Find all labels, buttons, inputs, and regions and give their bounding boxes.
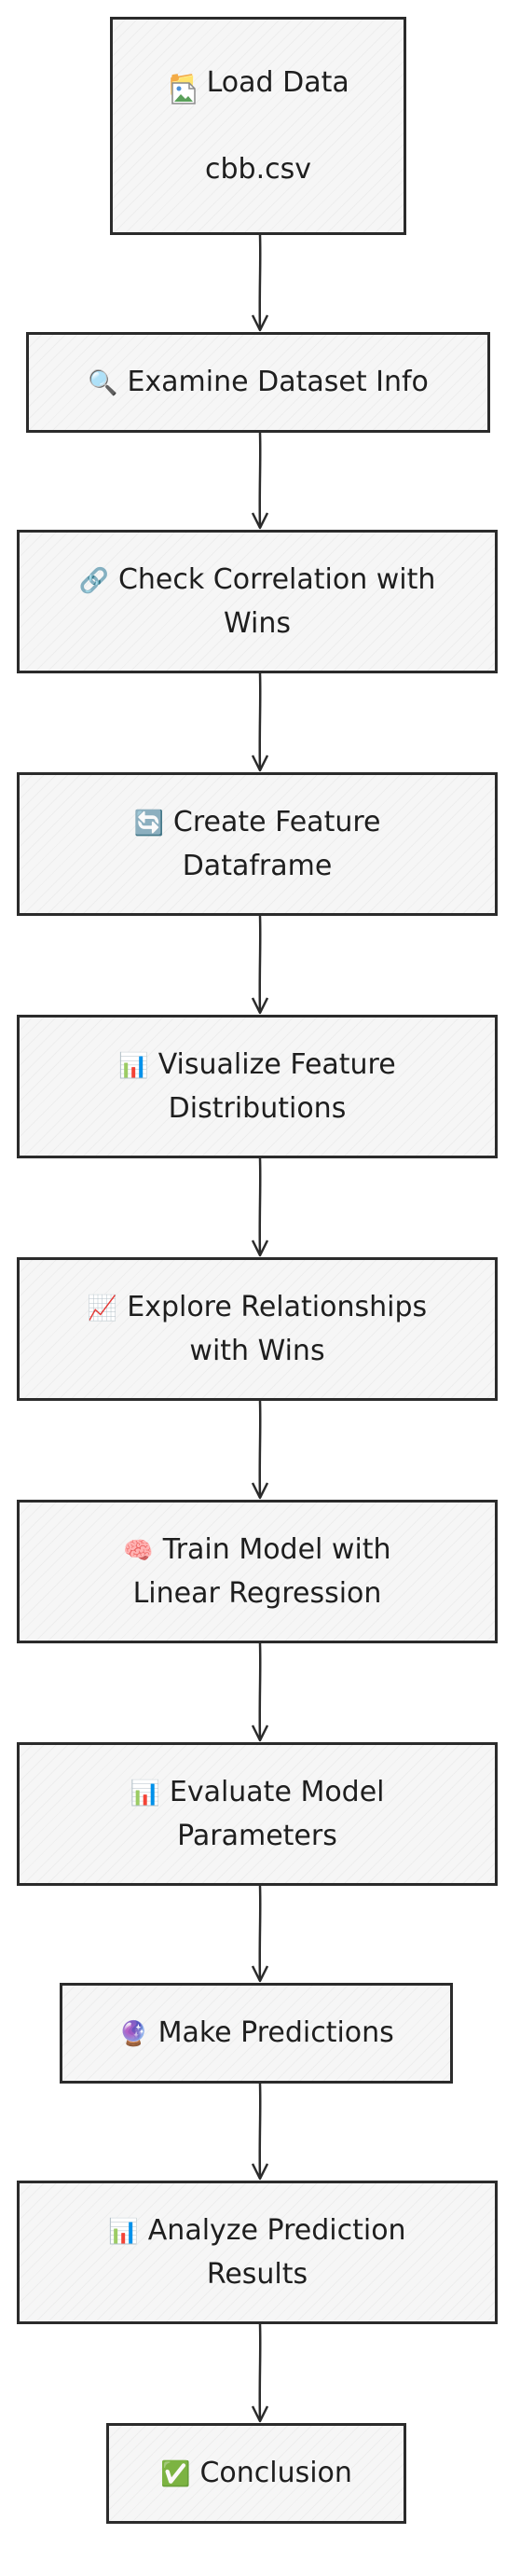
- arrowhead-conclusion: [251, 2405, 269, 2423]
- node-feature-text-1: Dataframe: [182, 849, 333, 882]
- node-analyze-text-0: Analyze Prediction: [147, 2213, 406, 2247]
- arrow-evaluate-to-predict: [258, 1885, 262, 1982]
- bar-chart-icon: 📊: [118, 1051, 149, 1080]
- node-visualize-line-1: Distributions: [169, 1087, 347, 1130]
- node-correlation-text-1: Wins: [224, 606, 291, 640]
- node-analyze-text-1: Results: [206, 2257, 308, 2291]
- crystal-ball-icon: 🔮: [118, 2019, 149, 2048]
- check-mark-icon: ✅: [160, 2459, 191, 2488]
- node-evaluate-line-0: 📊 Evaluate Model: [130, 1771, 384, 1815]
- arrowhead-correlation: [251, 512, 269, 530]
- trending-up-icon: 📈: [87, 1294, 118, 1323]
- magnifier-icon: 🔍: [88, 368, 118, 397]
- arrowhead-examine: [251, 314, 269, 332]
- node-examine-line-0: 🔍 Examine Dataset Info: [88, 361, 429, 405]
- node-predict-text-0: Make Predictions: [157, 2015, 394, 2049]
- arrow-load-to-examine: [258, 234, 262, 331]
- node-feature-line-0: 🔄 Create Feature: [134, 801, 381, 845]
- node-correlation-text-0: Check Correlation with: [117, 562, 436, 596]
- arrowhead-explore: [251, 1240, 269, 1257]
- node-evaluate-text-0: Evaluate Model: [169, 1775, 385, 1808]
- broken-image-icon: [171, 82, 196, 104]
- arrowhead-predict: [251, 1965, 269, 1983]
- arrow-correlation-to-feature: [258, 672, 262, 771]
- node-correlation-line-1: Wins: [224, 602, 291, 645]
- node-visualize-line-0: 📊 Visualize Feature: [118, 1044, 395, 1087]
- node-train-text-0: Train Model with: [162, 1532, 391, 1566]
- refresh-icon: 🔄: [133, 809, 164, 838]
- node-examine-text-0: Examine Dataset Info: [127, 365, 429, 398]
- node-load-line-2: cbb.csv: [205, 148, 311, 191]
- arrow-analyze-to-conclusion: [258, 2323, 262, 2422]
- arrow-train-to-evaluate: [258, 1642, 262, 1741]
- node-evaluate-line-1: Parameters: [177, 1815, 337, 1858]
- node-explore-line-0: 📈 Explore Relationships: [88, 1286, 427, 1330]
- node-explore-line-1: with Wins: [189, 1330, 324, 1373]
- node-feature-line-1: Dataframe: [183, 845, 333, 888]
- node-load-text-2: cbb.csv: [205, 152, 311, 186]
- node-examine: 🔍 Examine Dataset Info: [26, 332, 490, 433]
- node-correlation-line-0: 🔗 Check Correlation with: [79, 559, 436, 602]
- arrow-explore-to-train: [258, 1400, 262, 1499]
- bar-chart-icon: 📊: [108, 2217, 139, 2246]
- node-predict: 🔮 Make Predictions: [60, 1983, 453, 2084]
- node-train-line-0: 🧠 Train Model with: [123, 1529, 390, 1572]
- arrow-visualize-to-explore: [258, 1157, 262, 1256]
- node-explore: 📈 Explore Relationships with Wins: [17, 1257, 498, 1401]
- node-explore-text-1: with Wins: [189, 1334, 325, 1367]
- arrowhead-analyze: [251, 2163, 269, 2181]
- node-load-text-0: Load Data: [206, 65, 349, 99]
- node-conclusion-text-0: Conclusion: [199, 2456, 352, 2489]
- node-feature-text-0: Create Feature: [172, 805, 381, 838]
- node-explore-text-0: Explore Relationships: [127, 1290, 428, 1323]
- brain-icon: 🧠: [123, 1536, 154, 1565]
- node-analyze-line-1: Results: [207, 2253, 308, 2296]
- link-icon: 🔗: [78, 566, 109, 595]
- arrow-feature-to-visualize: [258, 915, 262, 1014]
- bar-chart-icon: 📊: [130, 1779, 160, 1807]
- arrowhead-train: [251, 1482, 269, 1500]
- node-train-line-1: Linear Regression: [133, 1572, 382, 1615]
- node-predict-line-0: 🔮 Make Predictions: [118, 2012, 394, 2056]
- arrowhead-evaluate: [251, 1724, 269, 1742]
- node-visualize-text-0: Visualize Feature: [157, 1047, 396, 1081]
- node-conclusion-line-0: ✅ Conclusion: [160, 2452, 352, 2496]
- arrow-examine-to-correlation: [258, 432, 262, 529]
- arrow-predict-to-analyze: [258, 2083, 262, 2180]
- arrowhead-visualize: [251, 997, 269, 1015]
- node-conclusion: ✅ Conclusion: [106, 2423, 406, 2524]
- node-analyze-line-0: 📊 Analyze Prediction: [108, 2209, 405, 2253]
- arrowhead-feature: [251, 755, 269, 772]
- node-visualize-text-1: Distributions: [168, 1091, 347, 1125]
- node-evaluate-text-1: Parameters: [177, 1819, 337, 1852]
- node-train-text-1: Linear Regression: [132, 1576, 382, 1610]
